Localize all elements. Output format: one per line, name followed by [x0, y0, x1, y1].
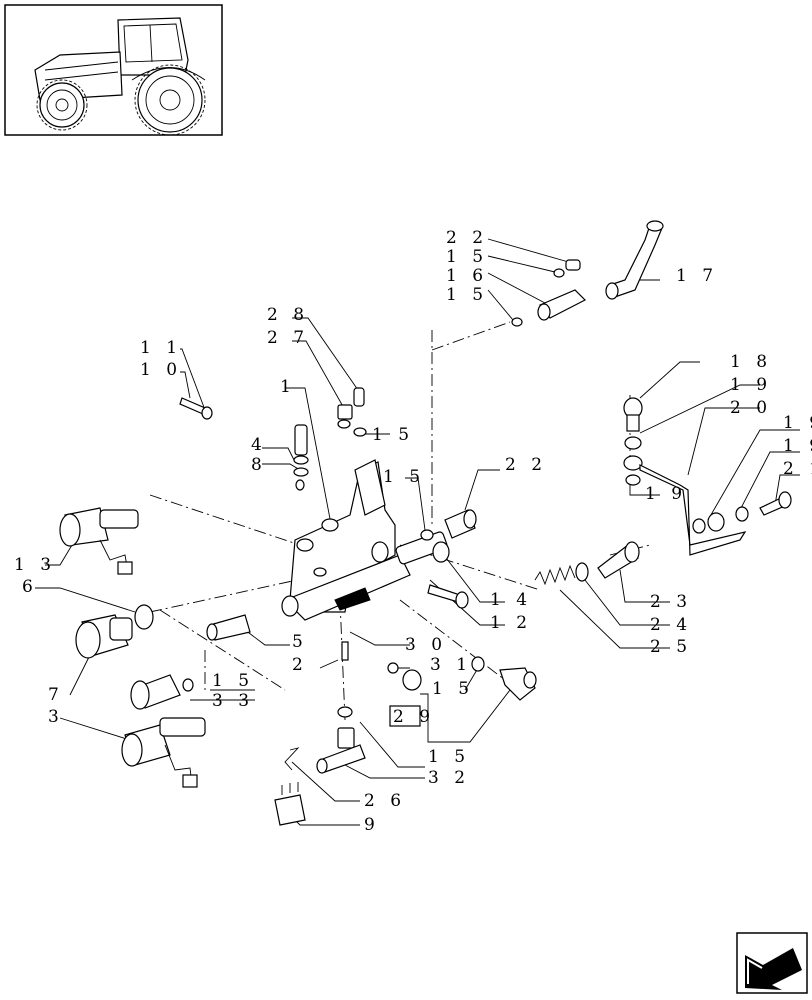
- callout-19[interactable]: 1 9: [783, 436, 812, 456]
- callout-26[interactable]: 2 6: [364, 791, 406, 811]
- bent-pipe-part: [609, 224, 663, 298]
- callout-14[interactable]: 1 4: [490, 590, 532, 610]
- callout-19[interactable]: 1 9: [730, 375, 772, 395]
- callout-24[interactable]: 2 4: [650, 615, 692, 635]
- callout-5[interactable]: 5: [292, 632, 308, 652]
- callout-27[interactable]: 2 7: [267, 328, 309, 348]
- callout-23[interactable]: 2 3: [650, 592, 692, 612]
- callout-11[interactable]: 1 1: [140, 338, 182, 358]
- callout-15[interactable]: 1 5: [372, 425, 414, 445]
- callout-18[interactable]: 1 8: [730, 352, 772, 372]
- reference-box-29[interactable]: 2 9: [389, 705, 435, 727]
- callout-17[interactable]: 1 7: [676, 266, 718, 286]
- callout-labels: 2 2 1 5 1 6 1 5 1 7 2 8 2 7 1 1 1 0 1 1 …: [14, 228, 812, 835]
- callout-28[interactable]: 2 8: [267, 305, 309, 325]
- valve-body-part: [281, 459, 448, 621]
- callout-7[interactable]: 7: [48, 685, 64, 705]
- callout-3[interactable]: 3: [48, 707, 64, 727]
- callout-13[interactable]: 1 3: [14, 555, 56, 575]
- next-page-arrow-icon[interactable]: [736, 932, 808, 994]
- callout-30[interactable]: 3 0: [405, 635, 447, 655]
- callout-4[interactable]: 4: [251, 435, 267, 455]
- callout-21[interactable]: 2 1: [783, 459, 812, 479]
- callout-15[interactable]: 1 5: [428, 747, 470, 767]
- tractor-thumbnail-icon: [34, 17, 206, 136]
- callout-15[interactable]: 1 5: [383, 467, 425, 487]
- callout-16[interactable]: 1 6: [446, 266, 488, 286]
- callout-32[interactable]: 3 2: [428, 768, 470, 788]
- callout-8[interactable]: 8: [251, 455, 267, 475]
- callout-2[interactable]: 2: [292, 655, 308, 675]
- callout-15[interactable]: 1 5: [432, 679, 474, 699]
- callout-6[interactable]: 6: [22, 577, 38, 597]
- callout-15[interactable]: 1 5: [446, 247, 488, 267]
- callout-22[interactable]: 2 2: [446, 228, 488, 248]
- callout-33[interactable]: 3 3: [212, 691, 254, 711]
- callout-15[interactable]: 1 5: [212, 671, 254, 691]
- parts: [59, 220, 792, 826]
- callout-25[interactable]: 2 5: [650, 637, 692, 657]
- callout-9[interactable]: 9: [364, 815, 380, 835]
- callout-10[interactable]: 1 0: [140, 360, 182, 380]
- svg-text:2 9: 2 9: [393, 707, 435, 727]
- callout-19[interactable]: 1 9: [645, 484, 687, 504]
- callout-1[interactable]: 1: [280, 377, 296, 397]
- callout-31[interactable]: 3 1: [430, 655, 472, 675]
- callout-15[interactable]: 1 5: [446, 285, 488, 305]
- callout-20[interactable]: 2 0: [730, 398, 772, 418]
- tractor-thumbnail[interactable]: [4, 4, 223, 136]
- callout-12[interactable]: 1 2: [490, 613, 532, 633]
- callout-22[interactable]: 2 2: [505, 455, 547, 475]
- callout-19[interactable]: 1 9: [783, 413, 812, 433]
